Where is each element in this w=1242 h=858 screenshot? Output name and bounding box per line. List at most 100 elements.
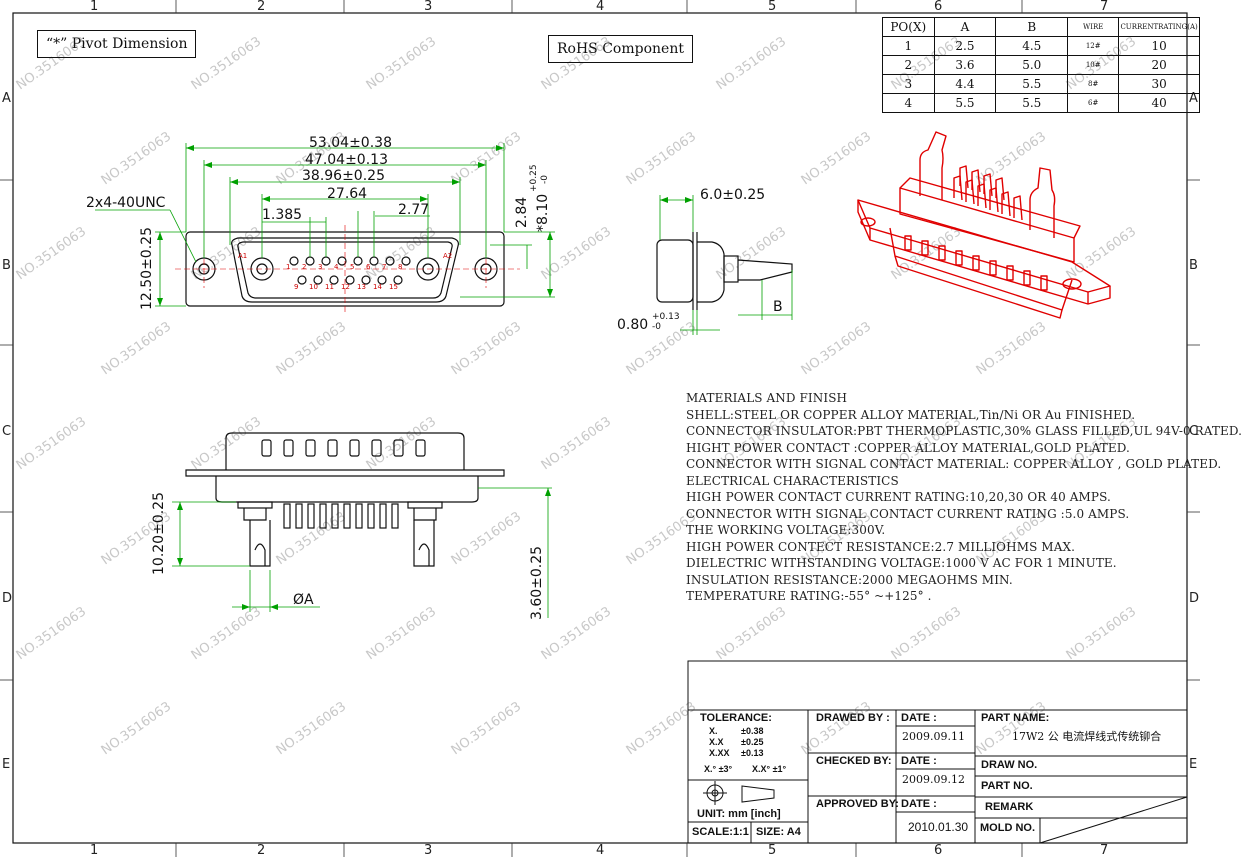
po-cell: 2 bbox=[882, 55, 935, 75]
watermark-text: NO.3516063 bbox=[99, 129, 174, 188]
pin-label-8: 8 bbox=[398, 263, 403, 271]
po-cell: 3.6 bbox=[933, 55, 997, 75]
zone-col-2-top: 2 bbox=[257, 0, 266, 14]
watermark-text: NO.3516063 bbox=[364, 414, 439, 473]
front-shell bbox=[231, 237, 459, 303]
watermark-text: NO.3516063 bbox=[14, 604, 89, 663]
watermark-text: NO.3516063 bbox=[799, 129, 874, 188]
iso-signal-pins bbox=[953, 165, 1023, 221]
zone-col-5-bottom: 5 bbox=[768, 843, 777, 858]
po-cell: 12# bbox=[1067, 36, 1120, 56]
zone-col-7-bottom: 7 bbox=[1100, 843, 1109, 858]
bottom-shell bbox=[225, 432, 465, 470]
dim-side-depth: 6.0±0.25 bbox=[700, 187, 766, 203]
dim-pin-pitch: 2.77 bbox=[398, 202, 430, 218]
pin-label-10: 10 bbox=[309, 283, 318, 291]
pin-label-2: 2 bbox=[302, 263, 307, 271]
date-approved: 2010.01.30 bbox=[908, 820, 969, 834]
size-label: SIZE: A4 bbox=[756, 826, 801, 838]
pin-label-5: 5 bbox=[350, 263, 355, 271]
po-cell: 30 bbox=[1118, 74, 1200, 94]
watermark-text: NO.3516063 bbox=[449, 509, 524, 568]
po-header-current: CURRENTRATING(A) bbox=[1118, 17, 1200, 37]
zone-row-a-left: A bbox=[2, 91, 11, 106]
zone-col-5-top: 5 bbox=[768, 0, 777, 14]
note-line: ELECTRICAL CHARACTERISTICS bbox=[686, 474, 899, 488]
tol-angle-1: X.° ±3° bbox=[704, 764, 733, 774]
dim-shell-height: *8.10 bbox=[535, 193, 551, 232]
po-cell: 4.4 bbox=[933, 74, 997, 94]
po-header-wire: WIRE bbox=[1067, 17, 1120, 37]
pivot-dimension-label: “*” Pivot Dimension bbox=[37, 30, 197, 58]
watermark-text: NO.3516063 bbox=[539, 414, 614, 473]
side-shell bbox=[656, 239, 694, 303]
dim-flange-thickness-upper: +0.13 bbox=[652, 312, 680, 322]
zone-col-2-bottom: 2 bbox=[257, 843, 266, 858]
watermark-text: NO.3516063 bbox=[974, 129, 1049, 188]
pin-label-9: 9 bbox=[294, 283, 299, 291]
po-cell: 6# bbox=[1067, 93, 1120, 113]
isometric-view bbox=[857, 131, 1111, 319]
note-line: HIGH POWER CONTECT RESISTANCE:2.7 MILLIO… bbox=[686, 540, 1076, 554]
po-cell: 5.5 bbox=[995, 74, 1069, 94]
dim-hole-spacing: 47.04±0.13 bbox=[305, 152, 388, 168]
pin-label-13: 13 bbox=[357, 283, 366, 291]
po-table: PO(X) A B WIRE CURRENTRATING(A) 1 2.5 4.… bbox=[882, 17, 1200, 113]
dim-shell-height-lower: -0 bbox=[540, 175, 550, 184]
tol-xx: X.X bbox=[709, 737, 724, 747]
tol-xxx-val: ±0.13 bbox=[741, 748, 764, 758]
watermark-text: NO.3516063 bbox=[624, 129, 699, 188]
po-cell: 2.5 bbox=[933, 36, 997, 56]
drawn-by-label: DRAWED BY : bbox=[816, 712, 890, 724]
tol-angle-2: X.X° ±1° bbox=[752, 764, 787, 774]
po-table-header: PO(X) A B WIRE CURRENTRATING(A) bbox=[882, 17, 1200, 37]
watermark-text: NO.3516063 bbox=[889, 604, 964, 663]
rohs-label: RoHS Component bbox=[548, 35, 693, 63]
note-line: SHELL:STEEL OR COPPER ALLOY MATERIAL,Tin… bbox=[686, 408, 1136, 422]
front-centerlines bbox=[175, 225, 520, 312]
zone-col-4-top: 4 bbox=[596, 0, 605, 14]
po-cell: 20 bbox=[1118, 55, 1200, 75]
po-cell: 5.5 bbox=[995, 93, 1069, 113]
zone-col-7-top: 7 bbox=[1100, 0, 1109, 14]
tol-xx-val: ±0.25 bbox=[741, 737, 764, 747]
dim-tail-length: 3.60±0.25 bbox=[529, 545, 545, 620]
tolerance-label: TOLERANCE: bbox=[700, 712, 772, 724]
watermark-text: NO.3516063 bbox=[799, 699, 874, 758]
po-cell: 3 bbox=[882, 74, 935, 94]
bottom-flange bbox=[185, 469, 505, 477]
po-cell: 10 bbox=[1118, 36, 1200, 56]
pin-label-15: 15 bbox=[389, 283, 398, 291]
watermark-text: NO.3516063 bbox=[99, 319, 174, 378]
zone-col-4-bottom: 4 bbox=[596, 843, 605, 858]
note-line: MATERIALS AND FINISH bbox=[686, 391, 848, 405]
dim-cup-length: B bbox=[773, 299, 783, 315]
note-line: CONNECTOR INSULATOR:PBT THERMOPLASTIC,30… bbox=[686, 424, 1242, 438]
watermark-text: NO.3516063 bbox=[364, 604, 439, 663]
mold-no-label: MOLD NO. bbox=[980, 822, 1035, 834]
zone-col-1-bottom: 1 bbox=[90, 843, 99, 858]
po-header-po: PO(X) bbox=[882, 17, 935, 37]
zone-row-b-right: B bbox=[1189, 258, 1198, 273]
note-line: CONNECTOR WITH SIGNAL CONTACT CURRENT RA… bbox=[686, 507, 1130, 521]
remark-label: REMARK bbox=[985, 801, 1034, 813]
date-label-3: DATE : bbox=[901, 798, 937, 810]
zone-col-1-top: 1 bbox=[90, 0, 99, 14]
dim-cup-diameter: ØA bbox=[293, 592, 314, 608]
po-cell: 8# bbox=[1067, 74, 1120, 94]
approved-by-label: APPROVED BY: bbox=[816, 798, 899, 810]
note-line: INSULATION RESISTANCE:2000 MEGAOHMS MIN. bbox=[686, 573, 1013, 587]
table-row: 3 4.4 5.5 8# 30 bbox=[882, 74, 1200, 94]
pin-label-1: 1 bbox=[286, 263, 291, 271]
watermark-text: NO.3516063 bbox=[274, 699, 349, 758]
note-line: CONNECTOR WITH SIGNAL CONTACT MATERIAL: … bbox=[686, 457, 1222, 471]
zone-ticks bbox=[0, 0, 1200, 857]
zone-row-d-left: D bbox=[2, 591, 13, 606]
scale-label: SCALE:1:1 bbox=[692, 826, 749, 838]
date-checked: 2009.09.12 bbox=[902, 773, 965, 786]
dim-shell-height-upper: +0.25 bbox=[529, 164, 539, 192]
po-cell: 10# bbox=[1067, 55, 1120, 75]
part-name-value: 17W2 公 电流焊线式传统铆合 bbox=[1012, 730, 1162, 743]
